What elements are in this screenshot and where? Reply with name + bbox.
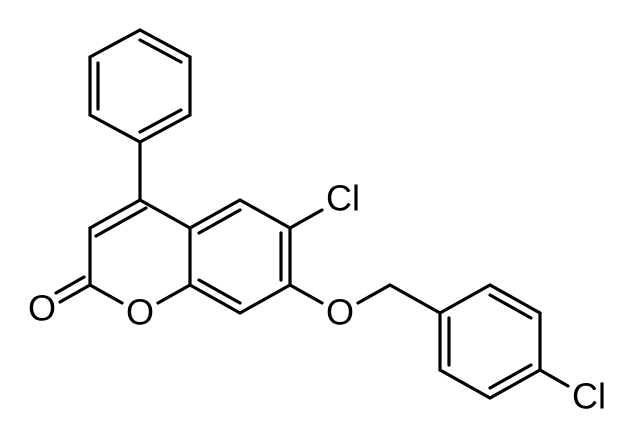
- carbonyl-bond: [54, 275, 92, 304]
- carbonyl-oxygen-label: O: [28, 288, 56, 329]
- ether-oxygen-label: O: [326, 292, 354, 333]
- ether-linkage: [288, 283, 442, 315]
- chlorophenyl-ring: [438, 283, 542, 400]
- pyranone-ring: [88, 198, 192, 305]
- chlorine-6-label: Cl: [326, 178, 360, 219]
- phenyl-ring: [88, 28, 192, 144]
- c6-chlorine-bond: [288, 208, 324, 230]
- ring-oxygen-label: O: [126, 292, 154, 333]
- chlorine-para-label: Cl: [572, 376, 606, 417]
- para-chlorine-bond: [538, 368, 570, 388]
- benzo-ring: [188, 198, 292, 315]
